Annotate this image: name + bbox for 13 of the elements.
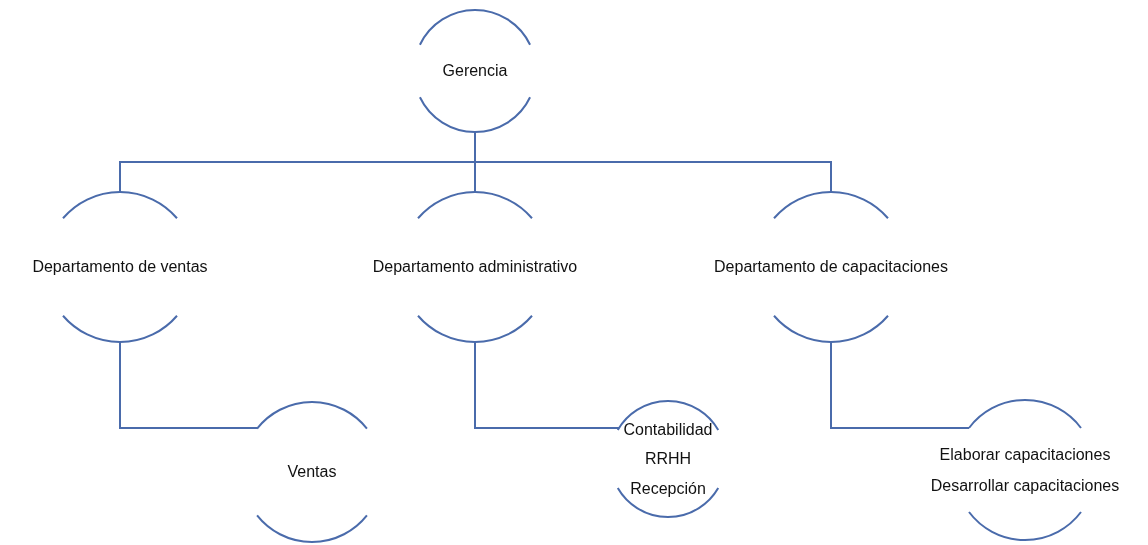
node-label: Elaborar capacitaciones xyxy=(939,444,1111,464)
node-label: Ventas xyxy=(287,462,337,482)
node-label: Departamento administrativo xyxy=(372,257,578,277)
connector-line xyxy=(830,341,970,429)
connector-line xyxy=(474,341,620,429)
node-label: Departamento de capacitaciones xyxy=(714,257,948,277)
connector-line xyxy=(119,341,259,429)
node-label: Recepción xyxy=(630,478,706,498)
node-label: Desarrollar capacitaciones xyxy=(930,476,1120,496)
node-label: Gerencia xyxy=(442,61,508,81)
node-label: Contabilidad xyxy=(623,420,713,440)
node-label: Departamento de ventas xyxy=(32,257,208,277)
node-label: RRHH xyxy=(644,449,692,469)
